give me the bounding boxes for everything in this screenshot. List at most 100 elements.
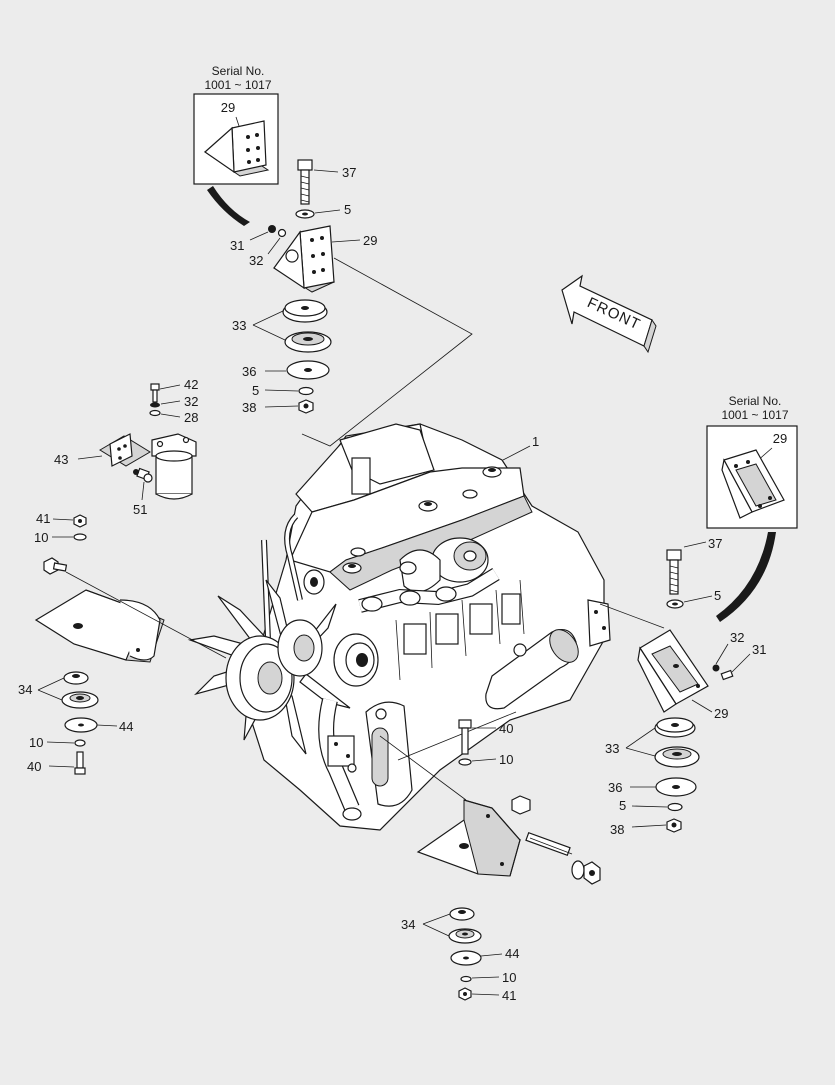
callout-right-38: 38 [610,822,624,837]
inset-right-part-label: 29 [773,431,787,446]
callout-bottom-34: 34 [401,917,415,932]
washer-5b-right [667,802,683,812]
bracket-29-top [273,225,335,293]
inset-top-pointer-arrow [207,186,250,226]
callout-top-37: 37 [342,165,356,180]
callout-left-10: 10 [34,530,48,545]
callout-top-5: 5 [344,202,351,217]
callout-bottom-40: 40 [499,721,513,736]
front-engine-bracket [365,701,413,807]
bottom-through-bolt [511,795,601,885]
top-mount-leader [301,257,473,447]
callout-bottom-41: 41 [502,988,516,1003]
callout-left-44: 44 [119,719,133,734]
callout-filter-43: 43 [54,452,68,467]
washer-10-bottom [458,758,472,766]
callout-top-29: 29 [363,233,377,248]
washer-10-left [73,533,87,541]
inset-top-part-label: 29 [221,100,235,115]
callout-right-5b: 5 [619,798,626,813]
callout-filter-42: 42 [184,377,198,392]
nut-41-left [73,514,87,528]
washer-28-filter [149,409,161,417]
exhaust-ports [361,586,457,612]
top-mount-stack: 37 5 29 31 32 [230,159,473,447]
right-mount-stack: 37 5 29 32 31 [599,536,766,837]
callout-right-36: 36 [608,780,622,795]
callout-right-5: 5 [714,588,721,603]
left-mount-stack: 41 10 34 44 10 [18,511,227,775]
nut-41-bottom [458,987,472,1001]
nut-38-top [298,399,314,414]
inset-right: Serial No. 1001 ~ 1017 29 [706,394,798,622]
callout-right-31: 31 [752,642,766,657]
starter-motor [485,629,579,710]
callout-engine-1: 1 [532,434,539,449]
lockwasher-32-filter [150,402,160,408]
bottom-mount-leader [379,735,467,801]
callout-bottom-44: 44 [505,946,519,961]
callout-filter-28: 28 [184,410,198,425]
callout-top-33: 33 [232,318,246,333]
inset-top-bracket-icon [203,120,270,177]
callout-top-5b: 5 [252,383,259,398]
screw-31-right [712,664,734,681]
sensor-housing [327,735,357,773]
callout-right-33: 33 [605,741,619,756]
callout-bottom-10: 10 [499,752,513,767]
bolt-37-top [297,159,313,205]
inset-right-pointer-arrow [716,532,776,622]
callout-top-38: 38 [242,400,256,415]
screw-31-top [268,225,287,238]
lift-bracket-post [351,457,371,495]
bolt-40-left [74,751,86,775]
rubber-34-bottom [448,907,482,944]
right-mount-leader [599,603,665,629]
bolt-42 [150,383,160,403]
nut-38-right [666,818,682,833]
rubber-33-top [282,299,332,353]
callout-left-10b: 10 [29,735,43,750]
inset-right-bracket-icon [721,449,785,519]
crank-pulley [225,619,323,721]
inset-top-serial-range: 1001 ~ 1017 [204,78,271,92]
engine-assembly [187,423,611,831]
callout-right-32: 32 [730,630,744,645]
washer-10b-bottom [460,975,472,983]
bottom-mount-stack: 40 10 34 [379,719,601,1003]
callout-left-40: 40 [27,759,41,774]
filter-bracket-43 [99,433,151,467]
inset-top: Serial No. 1001 ~ 1017 29 [193,64,279,226]
rubber-33-right [654,717,700,768]
callout-right-37: 37 [708,536,722,551]
bolt-40-bottom [458,719,472,755]
callout-bottom-10b: 10 [502,970,516,985]
valve-caps [342,466,502,574]
inset-top-serial-title: Serial No. [212,64,265,78]
callout-top-32: 32 [249,253,263,268]
callout-left-41: 41 [36,511,50,526]
front-direction-arrow: FRONT [561,274,657,354]
flywheel-plate [587,599,611,647]
fuel-filter-canister [151,433,197,500]
callout-right-29: 29 [714,706,728,721]
inset-right-serial-title: Serial No. [729,394,782,408]
fitting-51 [133,467,153,483]
callout-left-34: 34 [18,682,32,697]
bolt-left-bracket [43,557,68,575]
callout-top-36: 36 [242,364,256,379]
left-mount-leader [65,571,227,659]
left-bracket-plate [34,589,165,663]
bracket-29-right [637,629,709,713]
fuel-filter-group: 42 32 28 43 51 [54,377,198,517]
turbocharger [399,537,489,593]
water-pump-pulley [303,569,379,687]
block-ribs [395,579,525,681]
callout-filter-32: 32 [184,394,198,409]
washer-5b-top [298,386,314,396]
rubber-34-left [61,671,99,709]
inset-right-serial-range: 1001 ~ 1017 [721,408,788,422]
bolt-37-right [666,549,682,595]
